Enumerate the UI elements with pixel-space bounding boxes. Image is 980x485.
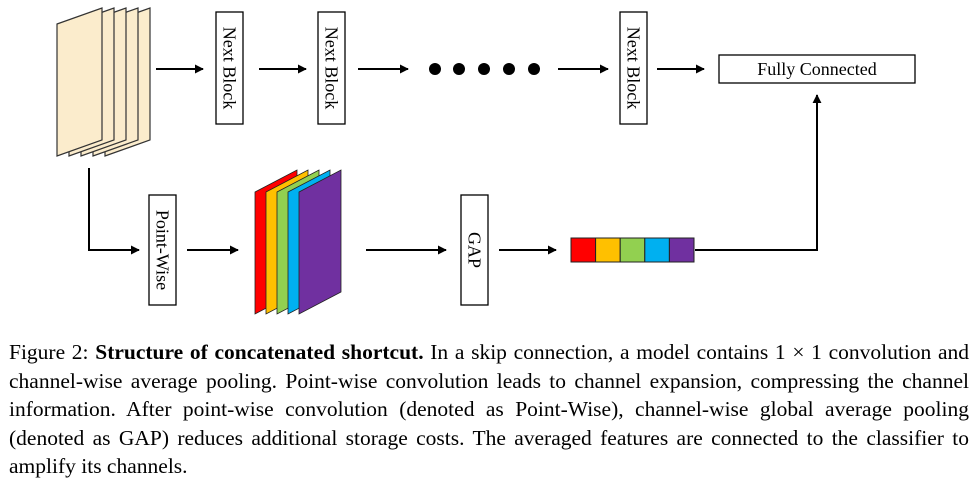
next-block-1: Next Block: [215, 11, 244, 125]
caption-body: In a skip connection, a model contains 1…: [9, 340, 970, 478]
caption-title: Structure of concatenated shortcut.: [95, 340, 424, 364]
pooled-channel-vector: [570, 237, 695, 263]
pooled-channel-cell-3: [619, 237, 646, 263]
fully-connected-label: Fully Connected: [757, 59, 877, 79]
figure-caption: Figure 2: Structure of concatenated shor…: [9, 338, 969, 481]
arrow-vector-to-fc: [695, 94, 822, 251]
next-block-2-label: Next Block: [322, 27, 342, 110]
arrow-input-to-pointwise: [88, 168, 140, 255]
fully-connected-box: Fully Connected: [718, 54, 916, 84]
next-block-3-label: Next Block: [624, 27, 644, 110]
pooled-channel-cell-5: [668, 237, 695, 263]
next-block-3: Next Block: [619, 11, 648, 125]
caption-prefix: Figure 2:: [9, 340, 89, 364]
pointwise-label: Point-Wise: [153, 210, 173, 290]
next-block-1-label: Next Block: [220, 27, 240, 110]
pointwise-block: Point-Wise: [148, 194, 177, 306]
pooled-channel-cell-4: [644, 237, 670, 263]
expanded-channel-maps: [254, 169, 342, 315]
ellipsis-dots: [429, 63, 540, 75]
gap-label: GAP: [465, 232, 485, 268]
diagram-canvas: Next Block Next Block Next Block Fully C…: [56, 7, 916, 315]
next-block-2: Next Block: [317, 11, 346, 125]
channel-map-5: [298, 169, 342, 315]
input-feature-maps: [56, 7, 151, 157]
gap-block: GAP: [460, 194, 489, 306]
pooled-channel-cell-2: [595, 237, 621, 263]
pooled-channel-cell-1: [570, 237, 597, 263]
